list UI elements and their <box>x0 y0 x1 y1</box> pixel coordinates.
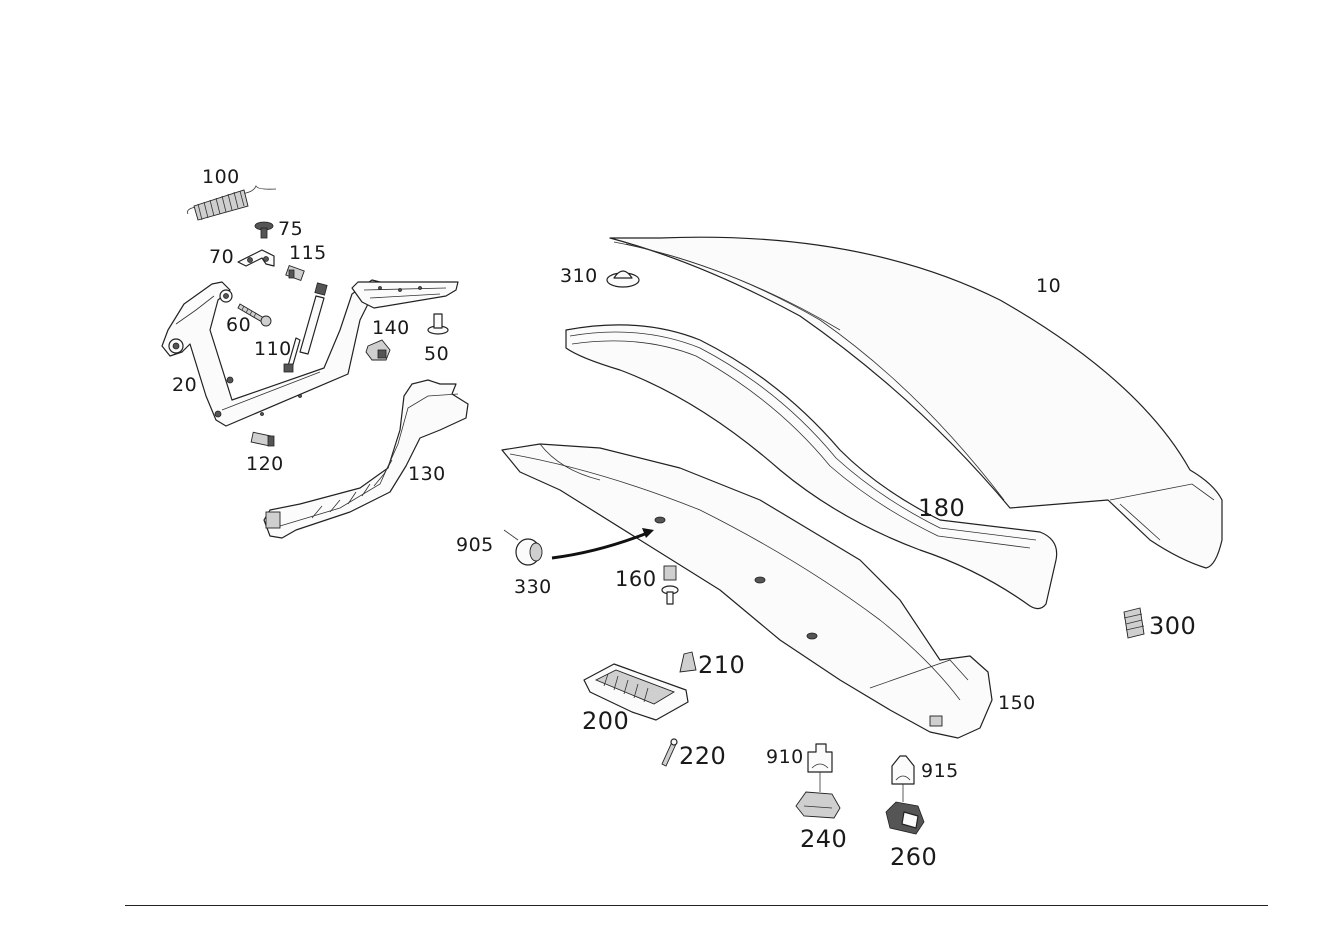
switch-240 <box>795 772 841 819</box>
seal-180 <box>565 324 1058 610</box>
label-110: 110 <box>254 338 292 360</box>
label-905: 905 <box>456 534 494 556</box>
stud-160 <box>661 565 679 605</box>
hinge-cover-130 <box>263 379 469 539</box>
label-115: 115 <box>289 242 327 264</box>
sensor-915 <box>891 755 915 785</box>
trunk-lid-10 <box>609 236 1223 569</box>
bolt-115 <box>285 264 305 282</box>
handle-200 <box>583 663 689 721</box>
clip-210 <box>679 651 697 673</box>
label-20: 20 <box>172 374 198 396</box>
label-200: 200 <box>582 707 630 735</box>
label-240: 240 <box>800 825 848 853</box>
label-10: 10 <box>1036 275 1062 297</box>
label-140: 140 <box>372 317 410 339</box>
label-300: 300 <box>1149 612 1197 640</box>
bolt-60 <box>237 303 272 327</box>
label-330: 330 <box>514 576 552 598</box>
label-75: 75 <box>278 218 304 240</box>
label-220: 220 <box>679 742 727 770</box>
label-60: 60 <box>226 314 252 336</box>
gas-strut-110 <box>283 282 328 373</box>
hinge-20 <box>161 279 381 427</box>
inner-panel-150 <box>501 443 993 739</box>
footer-rule <box>125 905 1268 906</box>
clip-140 <box>365 339 391 361</box>
label-260: 260 <box>890 843 938 871</box>
label-120: 120 <box>246 453 284 475</box>
label-310: 310 <box>560 265 598 287</box>
label-915: 915 <box>921 760 959 782</box>
label-130: 130 <box>408 463 446 485</box>
spring-100 <box>187 185 277 221</box>
buffer-300 <box>1123 607 1145 639</box>
hinge-arm <box>351 281 459 309</box>
arrow <box>551 528 654 560</box>
grommet-310 <box>606 270 640 288</box>
sensor-910 <box>807 743 833 773</box>
label-70: 70 <box>209 246 235 268</box>
pin-50 <box>427 313 449 335</box>
label-100: 100 <box>202 166 240 188</box>
screw-220 <box>661 738 678 767</box>
label-180: 180 <box>918 494 966 522</box>
label-150: 150 <box>998 692 1036 714</box>
bolt-120 <box>250 431 275 447</box>
button-330 <box>503 529 543 566</box>
screw-75 <box>254 221 274 239</box>
label-210: 210 <box>698 651 746 679</box>
camera-260 <box>885 784 925 835</box>
label-910: 910 <box>766 746 804 768</box>
label-50: 50 <box>424 343 450 365</box>
bracket-70 <box>237 249 275 267</box>
label-160: 160 <box>615 567 657 591</box>
